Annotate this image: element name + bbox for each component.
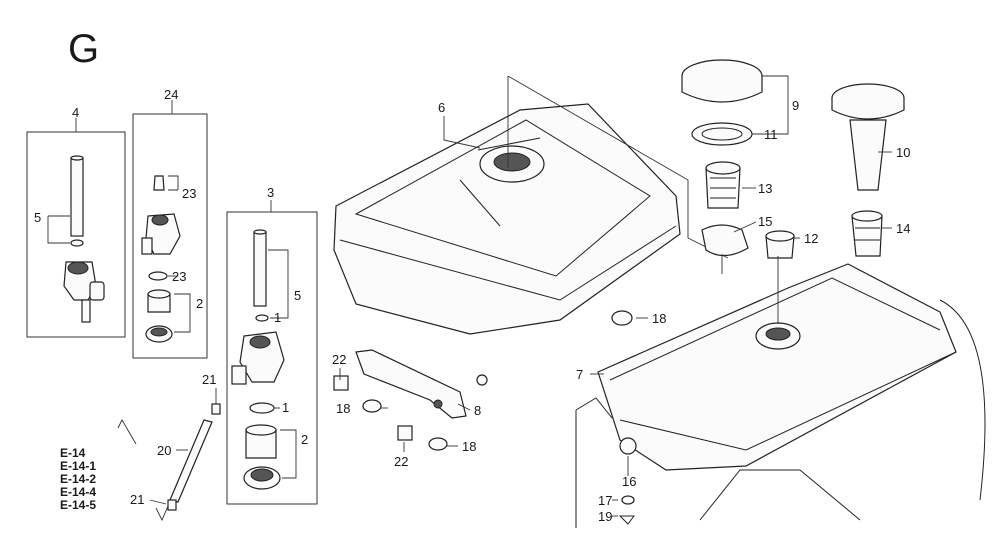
group-4-frame: [26, 131, 126, 338]
fuel-tank-7: [597, 263, 957, 471]
reference-list: E-14 E-14-1 E-14-2 E-14-4 E-14-5: [60, 446, 96, 512]
bolt-22: [397, 425, 413, 441]
callout-15: 15: [758, 214, 772, 229]
callout-18: 18: [652, 311, 666, 326]
callout-22: 22: [332, 352, 346, 367]
clip-19: [618, 515, 635, 525]
fuel-strainer-tube: [253, 231, 267, 307]
callout-11: 11: [764, 127, 778, 142]
callout-23: 23: [172, 269, 186, 284]
callout-8: 8: [474, 403, 481, 418]
group-3-fuel-valve: [226, 200, 318, 505]
gasket: [148, 271, 168, 281]
tube-clip-21: [211, 403, 221, 415]
frame: [575, 299, 986, 528]
callout-20: 20: [157, 443, 171, 458]
callout-19: 19: [598, 509, 612, 524]
callout-2: 2: [301, 432, 308, 447]
callout-18: 18: [336, 401, 350, 416]
callout-18: 18: [462, 439, 476, 454]
reference-item: E-14-1: [60, 459, 96, 473]
cushion-18: [362, 399, 382, 413]
cushion-18: [611, 310, 633, 326]
fuel-tube-20: [169, 419, 213, 503]
cap-gasket-11: [691, 122, 753, 146]
callout-6: 6: [438, 100, 445, 115]
fuel-cap-9: [681, 59, 763, 103]
callout-14: 14: [896, 221, 910, 236]
strainer-holder-15: [701, 224, 749, 257]
group-3-frame: [226, 211, 318, 505]
callout-23: 23: [182, 186, 196, 201]
grommet-16: [619, 437, 637, 455]
callout-5: 5: [294, 288, 301, 303]
group-24-fuel-valve: [132, 100, 208, 359]
cushion-18: [428, 437, 448, 451]
group-24-frame: [132, 113, 208, 359]
callout-2: 2: [196, 296, 203, 311]
callout-17: 17: [598, 493, 612, 508]
group-4-fuel-valve: [26, 118, 126, 338]
fuel-strainer-14: [851, 210, 883, 257]
callout-16: 16: [622, 474, 636, 489]
reference-item: E-14-2: [60, 472, 96, 486]
leader-lines: [47, 75, 892, 517]
callout-12: 12: [804, 231, 818, 246]
section-letter: G: [68, 27, 99, 71]
washer-17: [621, 495, 635, 505]
fuel-strainer-tube: [70, 157, 84, 237]
callout-4: 4: [72, 105, 79, 120]
callout-1: 1: [282, 400, 289, 415]
reference-item: E-14: [60, 446, 86, 460]
callout-7: 7: [576, 367, 583, 382]
fuel-strainer-13: [705, 161, 741, 209]
callout-labels: 4 5 24 23 23 2 3 5 1 1 2 21 20 21 6 9 11…: [34, 87, 910, 524]
callout-13: 13: [758, 181, 772, 196]
callout-21: 21: [202, 372, 216, 387]
strainer-12: [765, 230, 795, 259]
o-ring: [70, 239, 84, 247]
callout-9: 9: [792, 98, 799, 113]
gasket: [249, 402, 275, 414]
callout-3: 3: [267, 185, 274, 200]
callout-24: 24: [164, 87, 178, 102]
callout-22: 22: [394, 454, 408, 469]
reference-item: E-14-4: [60, 485, 96, 499]
drain-screw: [153, 175, 165, 191]
reference-item: E-14-5: [60, 498, 96, 512]
fuel-tank-6: [333, 103, 681, 386]
callout-10: 10: [896, 145, 910, 160]
tube-clip-21: [167, 499, 177, 511]
bolt-22: [333, 375, 349, 391]
callout-21: 21: [130, 492, 144, 507]
callout-1: 1: [274, 310, 281, 325]
callout-5: 5: [34, 210, 41, 225]
fuel-cap-with-gauge-10: [831, 83, 905, 191]
